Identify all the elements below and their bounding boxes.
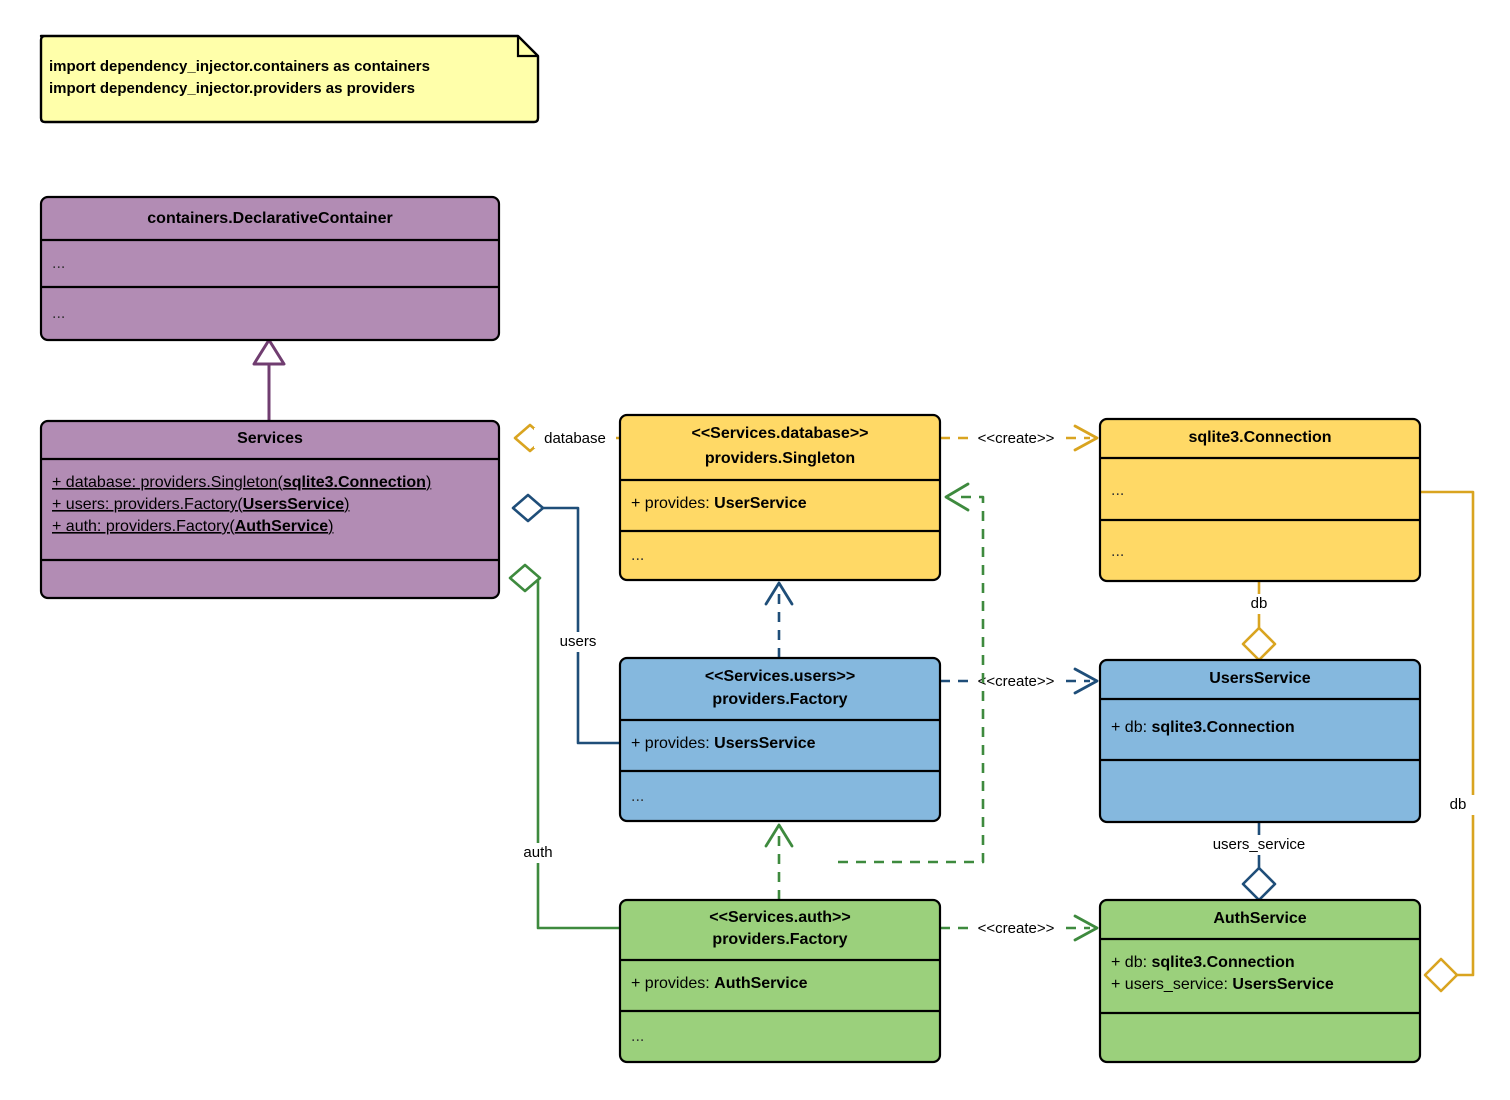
- edge-create-database: <<create>>: [940, 424, 1099, 452]
- label-backdrop: [534, 428, 616, 448]
- class-title: providers.Factory: [712, 691, 847, 708]
- edge-aggregation-db-users: db: [1240, 580, 1278, 662]
- class-attribute: + provides: UserService: [631, 495, 807, 512]
- class-operation: ...: [1111, 543, 1124, 560]
- class-attribute: + db: sqlite3.Connection: [1111, 719, 1295, 736]
- class-services-users[interactable]: <<Services.users>> providers.Factory + p…: [618, 656, 942, 823]
- edge-generalization-services: [252, 338, 286, 421]
- edge-aggregation-db-auth: db: [1419, 490, 1476, 993]
- note-line-2: import dependency_injector.providers as …: [49, 80, 415, 97]
- open-arrow-icon: [764, 581, 794, 606]
- class-box: [1098, 417, 1422, 583]
- class-stereotype: <<Services.database>>: [691, 425, 868, 442]
- edge-label-users: users: [560, 633, 597, 650]
- class-title: providers.Singleton: [705, 450, 855, 467]
- class-attribute: + provides: UsersService: [631, 735, 816, 752]
- edge-label-create-database: <<create>>: [978, 430, 1055, 447]
- edge-dependency-auth-database: [838, 482, 985, 864]
- class-sqlite3-connection[interactable]: sqlite3.Connection ... ...: [1098, 417, 1422, 583]
- aggregation-diamond-icon: [511, 493, 545, 523]
- label-backdrop: [1440, 795, 1476, 815]
- class-attribute: + provides: AuthService: [631, 975, 808, 992]
- class-title: AuthService: [1213, 910, 1306, 927]
- note-line-1: import dependency_injector.containers as…: [49, 58, 430, 75]
- class-box: [39, 195, 501, 342]
- edge-label-create-users: <<create>>: [978, 673, 1055, 690]
- note-imports: import dependency_injector.containers as…: [39, 34, 540, 124]
- label-backdrop: [1240, 594, 1278, 614]
- edge-aggregation-database: database: [513, 423, 620, 453]
- aggregation-diamond-icon: [1241, 866, 1277, 902]
- class-services-auth[interactable]: <<Services.auth>> providers.Factory + pr…: [618, 898, 942, 1064]
- class-declarative-container[interactable]: containers.DeclarativeContainer ... ...: [39, 195, 501, 342]
- edge-label-db-users: db: [1251, 595, 1268, 612]
- open-arrow-icon: [764, 823, 794, 848]
- class-auth-service[interactable]: AuthService + db: sqlite3.Connection + u…: [1098, 898, 1422, 1064]
- class-box: [618, 413, 942, 582]
- class-box: [1098, 658, 1422, 824]
- edge-create-auth: <<create>>: [940, 914, 1099, 942]
- class-box: [39, 419, 501, 600]
- class-stereotype: <<Services.auth>>: [709, 909, 850, 926]
- class-attribute: + database: providers.Singleton(sqlite3.…: [52, 474, 431, 491]
- class-title: UsersService: [1209, 670, 1311, 687]
- open-arrow-icon: [1073, 667, 1099, 695]
- class-title: Services: [237, 430, 303, 447]
- class-title: containers.DeclarativeContainer: [147, 210, 392, 227]
- class-title: sqlite3.Connection: [1188, 429, 1331, 446]
- aggregation-diamond-icon: [1241, 626, 1277, 662]
- aggregation-auth-line: [525, 576, 620, 930]
- aggregation-diamond-icon: [508, 563, 542, 593]
- class-users-service[interactable]: UsersService + db: sqlite3.Connection: [1098, 658, 1422, 824]
- class-box: [618, 656, 942, 823]
- class-attribute: + db: sqlite3.Connection: [1111, 954, 1295, 971]
- note-fold-icon: [516, 36, 538, 58]
- label-backdrop: [968, 918, 1064, 938]
- class-services[interactable]: Services + database: providers.Singleton…: [39, 419, 501, 600]
- edge-aggregation-users-service-auth: users_service: [1190, 822, 1330, 902]
- class-operation: ...: [631, 1028, 644, 1045]
- class-operation: ...: [52, 305, 65, 322]
- class-box: [1098, 898, 1422, 1064]
- aggregation-db-auth-line: [1419, 490, 1475, 977]
- class-attribute: + users: providers.Factory(UsersService): [52, 496, 349, 513]
- open-arrow-icon: [1073, 424, 1099, 452]
- edge-label-db-auth: db: [1450, 796, 1467, 813]
- class-services-database[interactable]: <<Services.database>> providers.Singleto…: [618, 413, 942, 582]
- open-arrow-icon: [944, 482, 970, 512]
- edge-dependency-users-database: [764, 581, 794, 658]
- class-box: [618, 898, 942, 1064]
- class-attribute: ...: [52, 255, 65, 272]
- dependency-line: [838, 495, 985, 864]
- edge-label-auth: auth: [523, 844, 552, 861]
- edge-label-create-auth: <<create>>: [978, 920, 1055, 937]
- class-attribute: + auth: providers.Factory(AuthService): [52, 518, 333, 535]
- class-title: providers.Factory: [712, 931, 847, 948]
- label-backdrop: [508, 843, 568, 863]
- label-backdrop: [968, 428, 1064, 448]
- note-shape: [39, 34, 540, 124]
- class-operation: ...: [631, 788, 644, 805]
- class-attribute: + users_service: UsersService: [1111, 976, 1334, 993]
- edge-dependency-auth-users: [764, 823, 794, 900]
- aggregation-users-line: [528, 506, 620, 745]
- open-arrow-icon: [1073, 914, 1099, 942]
- edge-create-users: <<create>>: [940, 667, 1099, 695]
- generalization-triangle-icon: [252, 338, 286, 366]
- label-backdrop: [547, 632, 609, 652]
- class-attribute: ...: [1111, 482, 1124, 499]
- edge-aggregation-users: users: [511, 493, 620, 745]
- edge-label-users-service: users_service: [1213, 836, 1306, 853]
- label-backdrop: [968, 671, 1064, 691]
- class-stereotype: <<Services.users>>: [705, 668, 855, 685]
- label-backdrop: [1190, 835, 1330, 855]
- edge-label-database: database: [544, 430, 606, 447]
- class-operation: ...: [631, 547, 644, 564]
- edge-aggregation-auth: auth: [508, 563, 620, 930]
- aggregation-diamond-icon: [1423, 957, 1459, 993]
